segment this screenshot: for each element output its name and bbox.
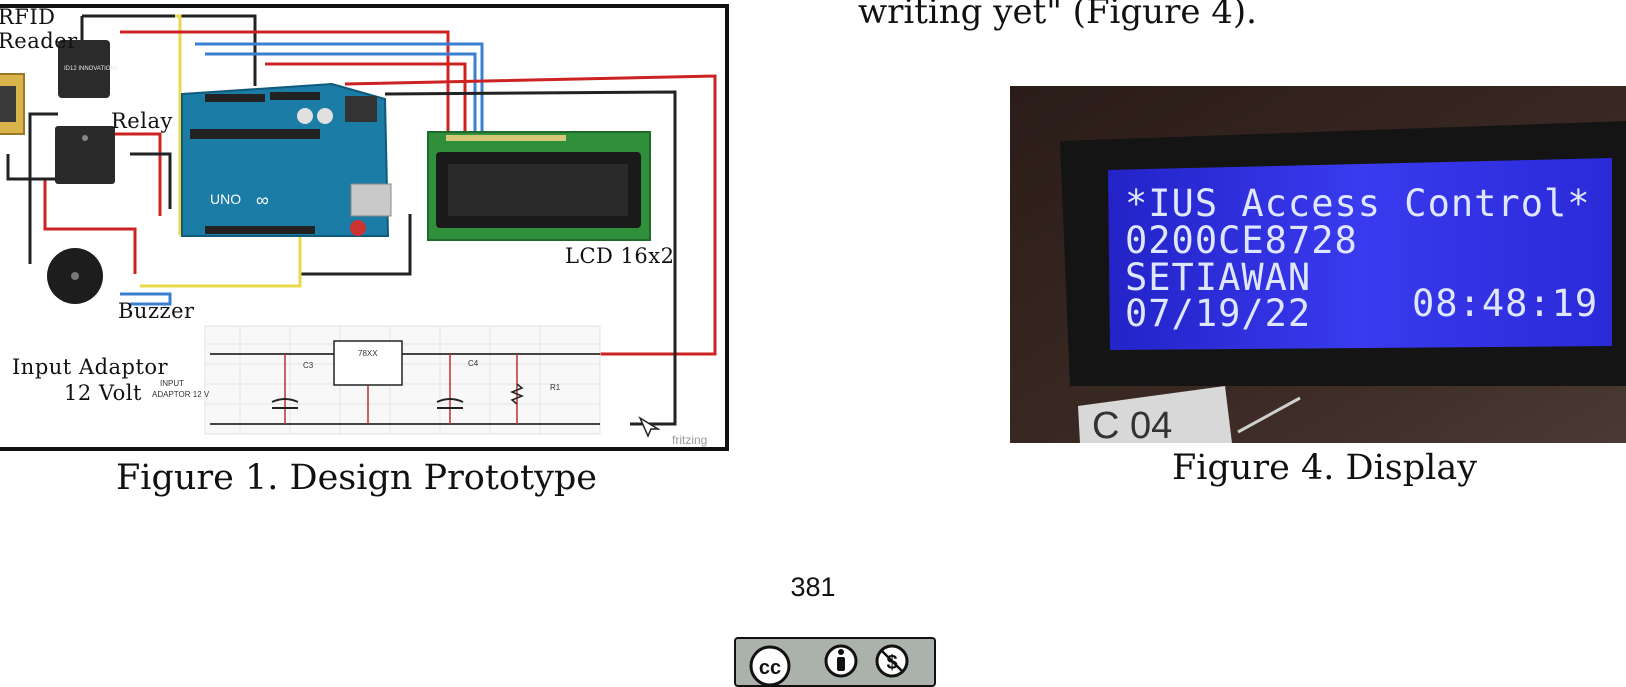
power-supply-schematic: 78XX C3 C4 R1 INPUT ADAPTOR 12 V fritzin… <box>152 325 707 447</box>
svg-text:∞: ∞ <box>256 190 269 210</box>
svg-text:INPUT: INPUT <box>160 379 184 388</box>
svg-text:ADAPTOR 12 V: ADAPTOR 12 V <box>152 390 210 399</box>
svg-text:C4: C4 <box>468 359 479 368</box>
lcd-time: 08:48:19 <box>1412 282 1598 325</box>
rfid-module <box>58 40 110 98</box>
lcd-16x2-module <box>427 131 651 241</box>
attribution-icon <box>824 644 858 678</box>
figure-1-caption: Figure 1. Design Prototype <box>116 458 597 498</box>
lcd-line-2: 0200CE8728 <box>1125 219 1358 262</box>
relay-module <box>55 126 115 184</box>
voltage-regulator-ic <box>333 340 403 386</box>
cursor-icon <box>638 416 661 438</box>
figure-1-circuit-diagram: ID12 INNOVATIONS UNO ∞ <box>0 4 729 451</box>
lcd-line-3: SETIAWAN <box>1125 256 1311 299</box>
wires <box>6 14 717 426</box>
label-12-volt: 12 Volt <box>64 381 142 405</box>
svg-text:C3: C3 <box>303 361 314 370</box>
svg-text:ID12 INNOVATIONS: ID12 INNOVATIONS <box>64 66 119 72</box>
lcd-line-4: 07/19/22 <box>1125 292 1311 335</box>
svg-text:78XX: 78XX <box>358 349 378 358</box>
label-lcd: LCD 16x2 <box>565 244 674 268</box>
body-text-fragment: writing yet" (Figure 4). <box>858 0 1257 32</box>
arduino-board: UNO ∞ <box>181 82 392 237</box>
label-sticker <box>1078 386 1232 443</box>
cc-icon: cc <box>749 645 791 687</box>
label-rfid: RFID <box>0 5 56 29</box>
label-input-adaptor: Input Adaptor <box>12 355 169 379</box>
svg-text:cc: cc <box>759 657 781 679</box>
label-reader: Reader <box>0 29 78 53</box>
figure-4-lcd-photo: *IUS Access Control* 0200CE8728 SETIAWAN… <box>1010 86 1626 443</box>
lcd-line-1: *IUS Access Control* <box>1125 182 1591 225</box>
svg-text:C 04: C 04 <box>1092 405 1172 443</box>
svg-text:$: $ <box>886 652 897 674</box>
svg-text:R1: R1 <box>550 383 561 392</box>
label-buzzer: Buzzer <box>118 299 195 323</box>
svg-text:fritzing: fritzing <box>672 433 707 447</box>
cc-license-badge: cc $ <box>734 637 936 687</box>
figure-4-caption: Figure 4. Display <box>1172 448 1477 488</box>
lcd-screen <box>1108 158 1612 350</box>
label-relay: Relay <box>111 109 173 133</box>
noncommercial-icon: $ <box>875 644 909 678</box>
svg-text:UNO: UNO <box>210 191 241 207</box>
page-number: 381 <box>790 572 836 602</box>
